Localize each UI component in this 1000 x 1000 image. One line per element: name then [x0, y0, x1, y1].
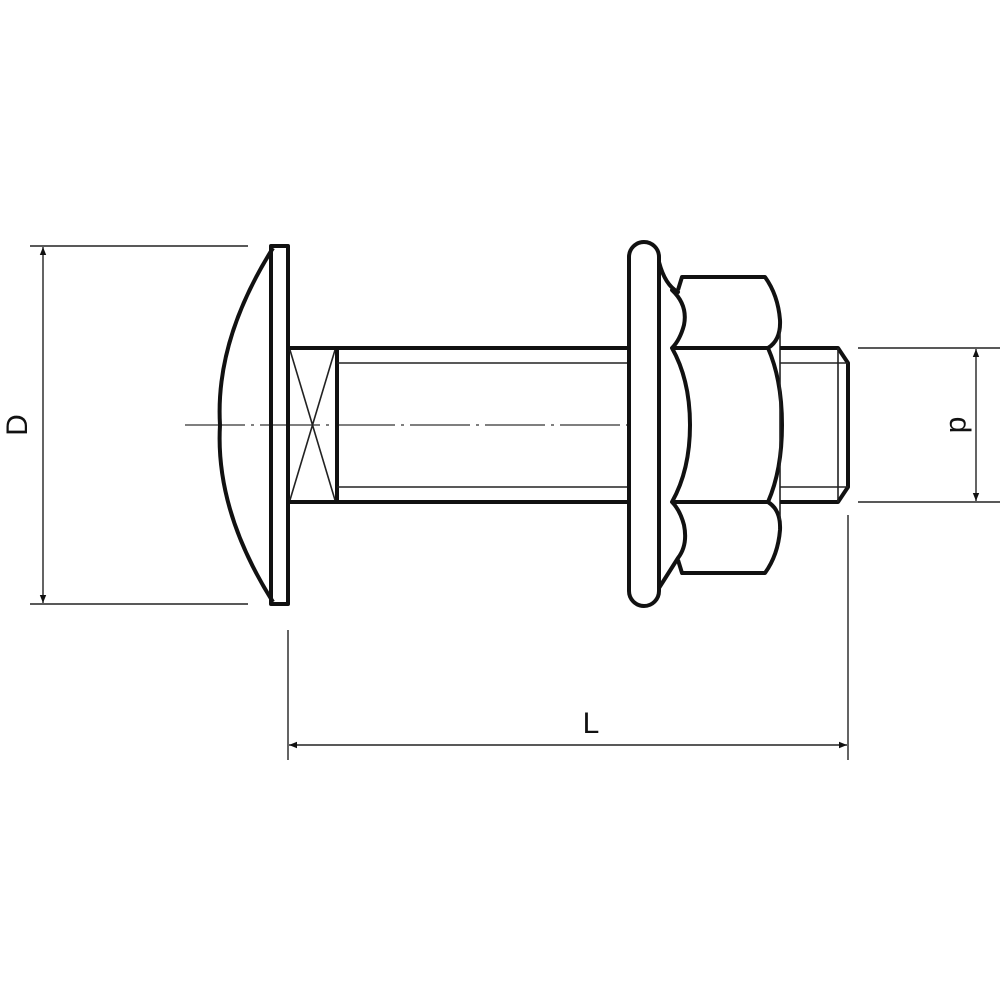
- bolt-shank: [337, 346, 628, 504]
- dimension-L: [287, 515, 849, 760]
- dimension-d: [858, 347, 1000, 503]
- thread-end: [780, 346, 850, 504]
- head-dome: [217, 246, 275, 604]
- flange-washer: [627, 240, 661, 608]
- label-d: d: [943, 417, 976, 434]
- square-neck: [286, 346, 339, 504]
- label-D: D: [1, 414, 34, 436]
- label-L: L: [583, 707, 600, 740]
- flange-nut: [657, 261, 784, 590]
- dimension-D: [30, 245, 248, 605]
